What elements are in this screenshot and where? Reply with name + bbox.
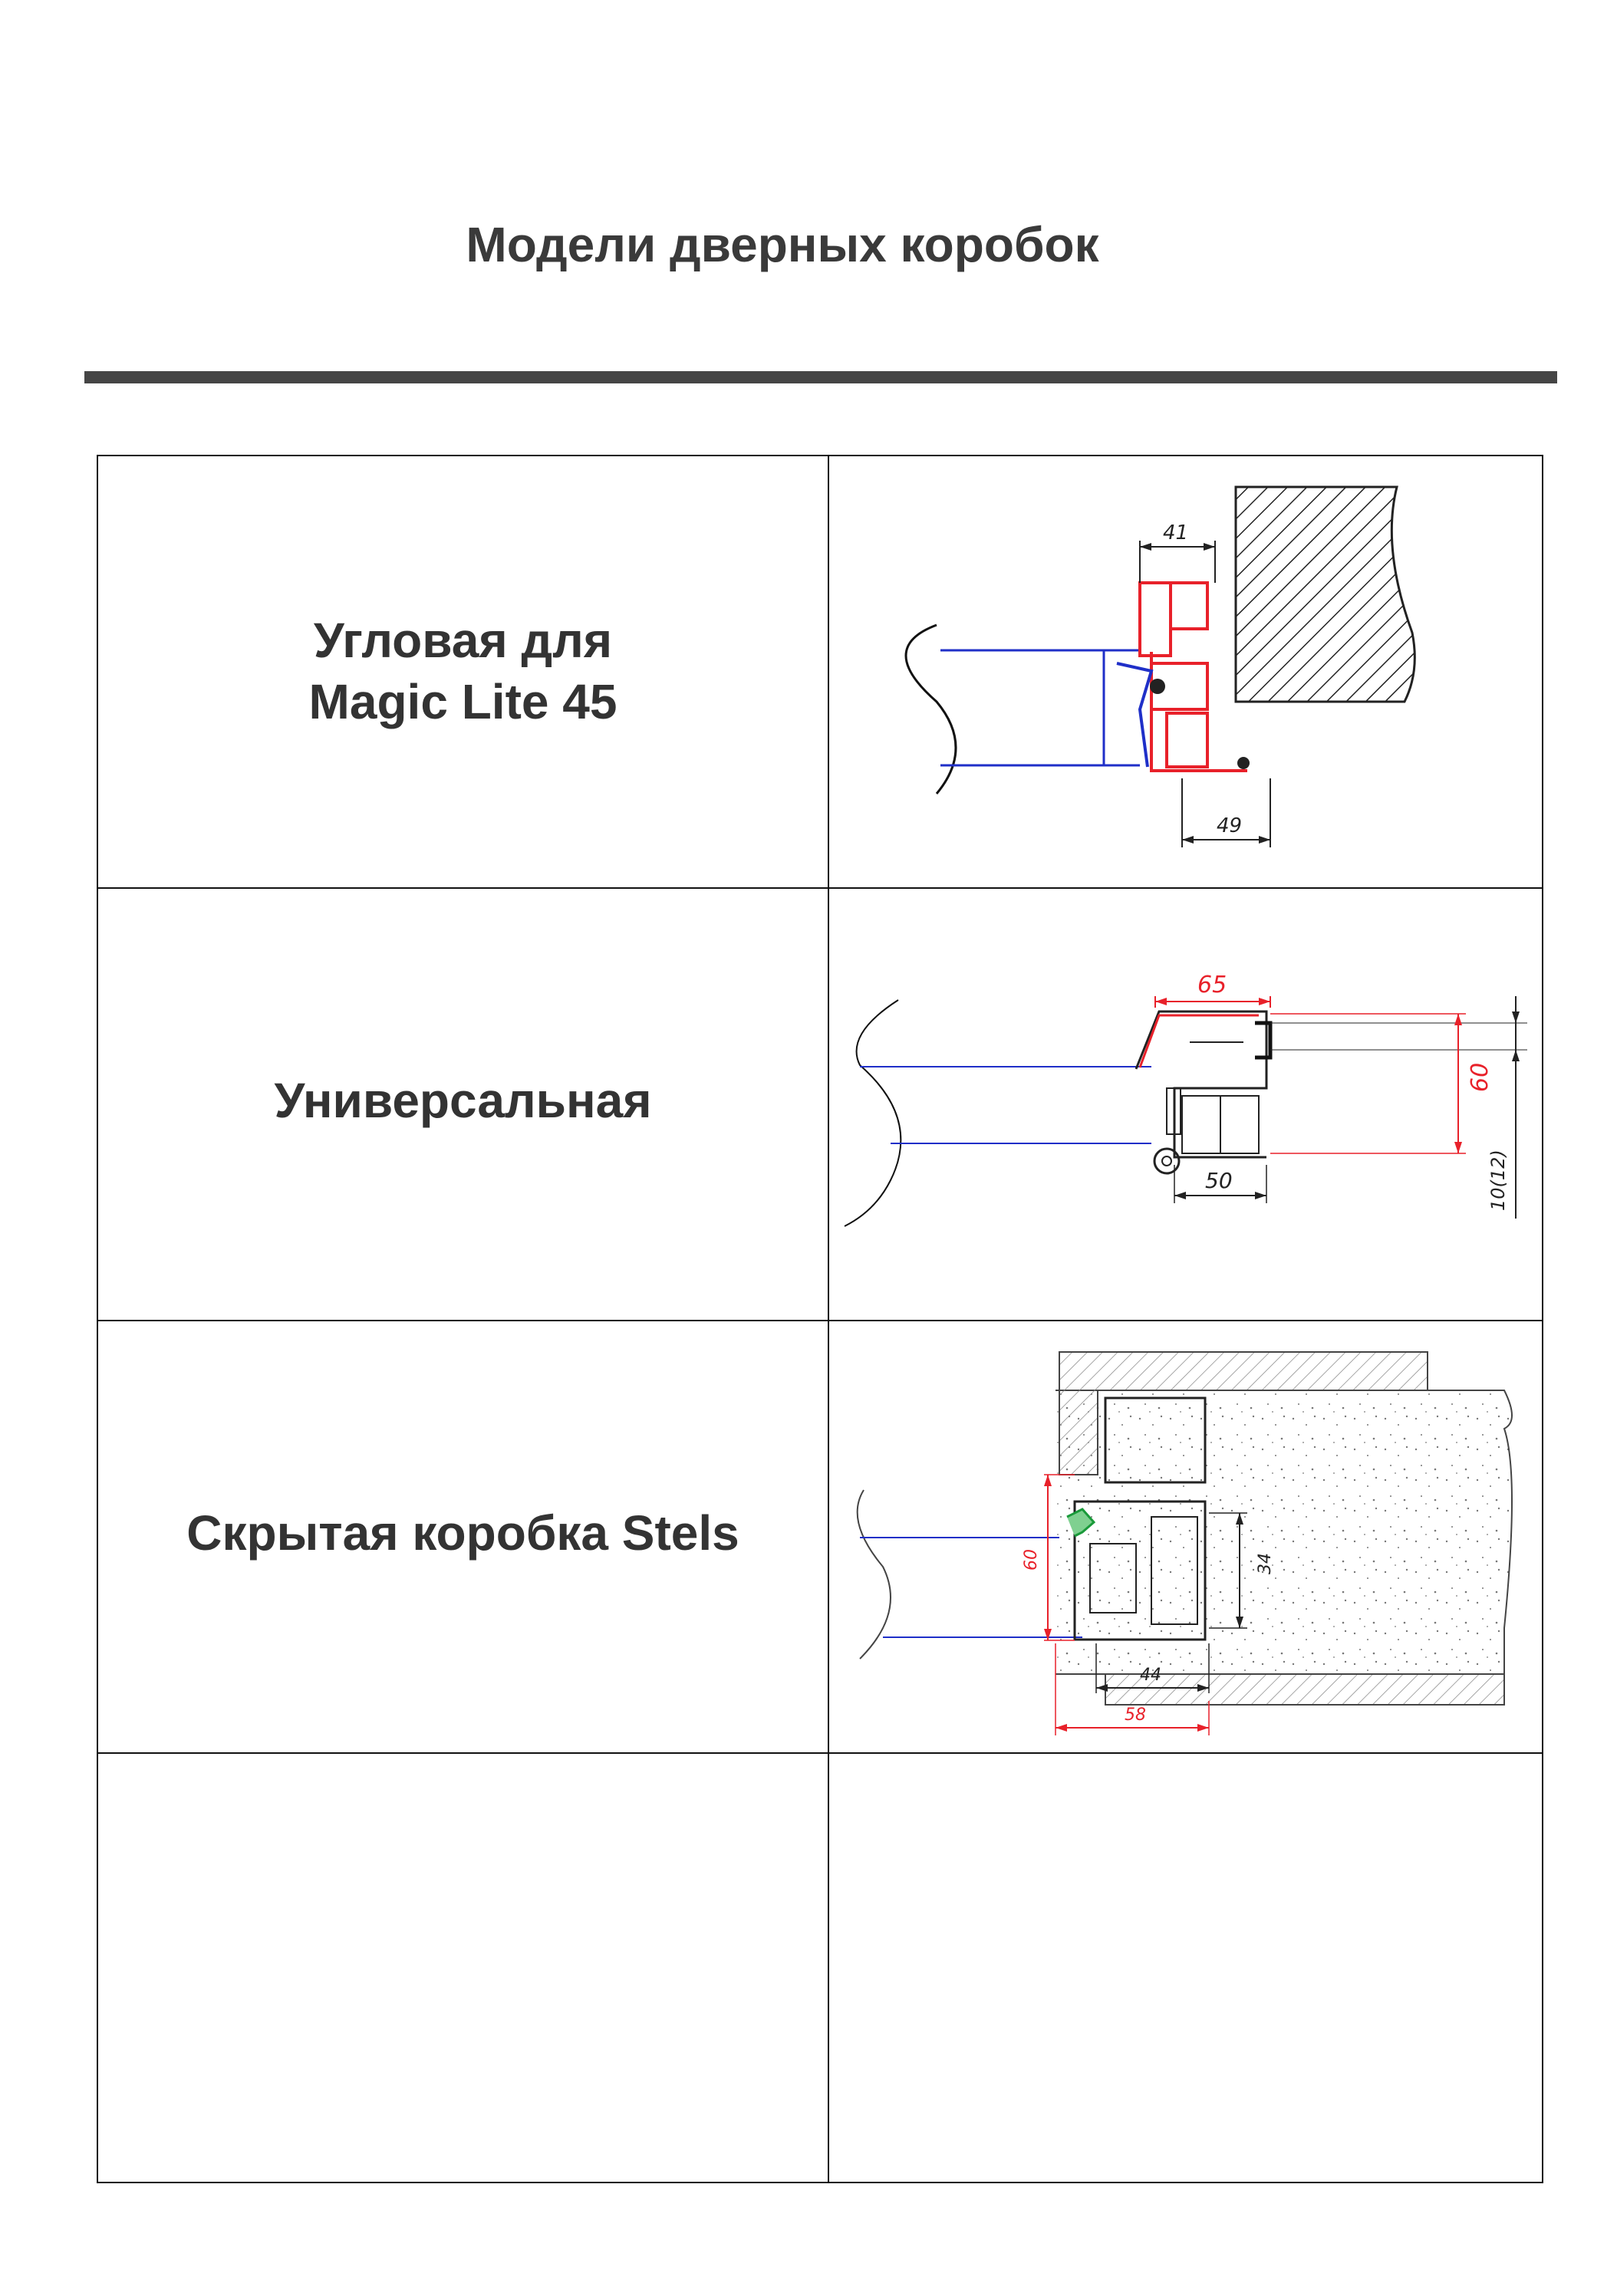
table-row-divider	[98, 887, 1542, 889]
dim-gap-label: 10(12)	[1487, 1150, 1509, 1211]
drawing-universal-frame: 65 60 50 10(12)	[829, 889, 1543, 1320]
dim-outer-label: 58	[1125, 1706, 1146, 1725]
frame-profile	[1135, 1010, 1268, 1159]
frame-profile	[1073, 1500, 1207, 1641]
wall-fill	[1055, 1390, 1513, 1675]
title-divider	[84, 371, 1557, 383]
table-row-divider	[98, 1320, 1542, 1321]
page-title: Модели дверных коробок	[466, 217, 1099, 272]
universal-frame-section: 65 60 50 10(12)	[844, 972, 1527, 1227]
dim-top-label: 41	[1163, 521, 1188, 544]
row-label-corner-frame: Угловая для Magic Lite 45	[308, 613, 617, 729]
dim-right-label: 34	[1256, 1553, 1275, 1574]
frames-table: Угловая для Magic Lite 45	[97, 455, 1543, 2183]
seal-profile	[1066, 1508, 1096, 1538]
row-label-hidden-frame: Скрытая коробка Stels	[186, 1505, 739, 1561]
table-row-divider	[98, 1752, 1542, 1754]
drawing-hidden-frame: 60 34 44 58	[829, 1321, 1543, 1752]
dim-bottom-label: 50	[1205, 1168, 1233, 1193]
corner-frame-section: 41 49	[904, 485, 1416, 847]
dim-side-label: 60	[1467, 1063, 1494, 1092]
drawing-corner-frame: 41 49	[829, 456, 1543, 887]
hidden-frame-section: 60 34 44 58	[856, 1351, 1513, 1735]
frame-profile	[1138, 581, 1172, 657]
row-label-universal-frame: Универсальная	[274, 1073, 652, 1128]
dim-top-label: 65	[1197, 972, 1227, 998]
table-column-divider	[828, 456, 829, 2182]
dim-bottom-label: 49	[1217, 814, 1242, 837]
dim-left-label: 60	[1022, 1549, 1041, 1571]
break-line	[856, 1489, 891, 1660]
break-line	[844, 999, 902, 1227]
wall-hatch	[1234, 485, 1416, 703]
dim-inner-label: 44	[1140, 1666, 1161, 1685]
hinge-icon	[1153, 1147, 1181, 1175]
